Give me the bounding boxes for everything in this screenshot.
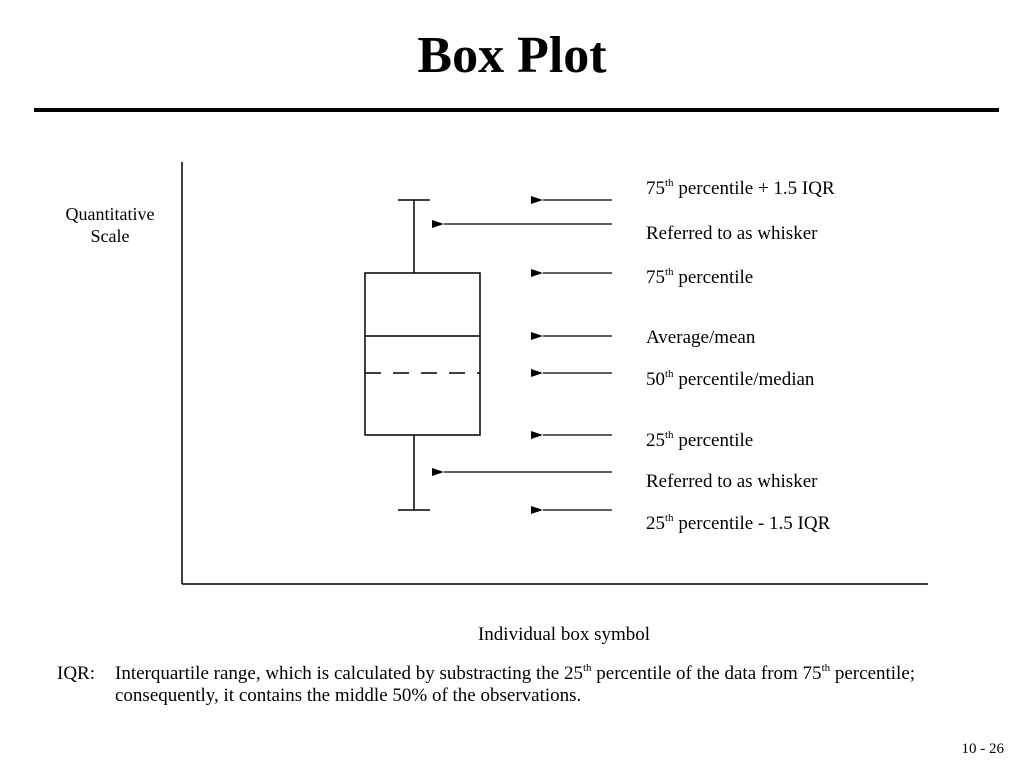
- annotation-lower-fence: 25th percentile - 1.5 IQR: [646, 512, 831, 535]
- iqr-term: IQR:: [57, 663, 95, 684]
- slide-title: Box Plot: [417, 27, 607, 84]
- annotation-q1: 25th percentile: [646, 429, 754, 452]
- iqr-definition: IQR: Interquartile range, which is calcu…: [57, 663, 957, 707]
- annotation-q3: 75th percentile: [646, 266, 754, 289]
- title-divider: [34, 108, 999, 112]
- annotation-lower-whisker: Referred to as whisker: [646, 471, 818, 492]
- annotation-median: 50th percentile/median: [646, 368, 815, 391]
- annotation-upper-whisker: Referred to as whisker: [646, 223, 818, 244]
- annotation-mean: Average/mean: [646, 327, 756, 348]
- y-axis-label-line2: Scale: [90, 226, 130, 246]
- y-axis-label: Quantitative Scale: [40, 203, 180, 247]
- box: [364, 272, 481, 436]
- x-axis-label: Individual box symbol: [477, 624, 651, 645]
- y-axis-label-line1: Quantitative: [65, 204, 155, 224]
- page-number: 10 - 26: [961, 741, 1005, 757]
- annotation-upper-fence: 75th percentile + 1.5 IQR: [646, 177, 835, 200]
- iqr-text: Interquartile range, which is calculated…: [115, 662, 916, 707]
